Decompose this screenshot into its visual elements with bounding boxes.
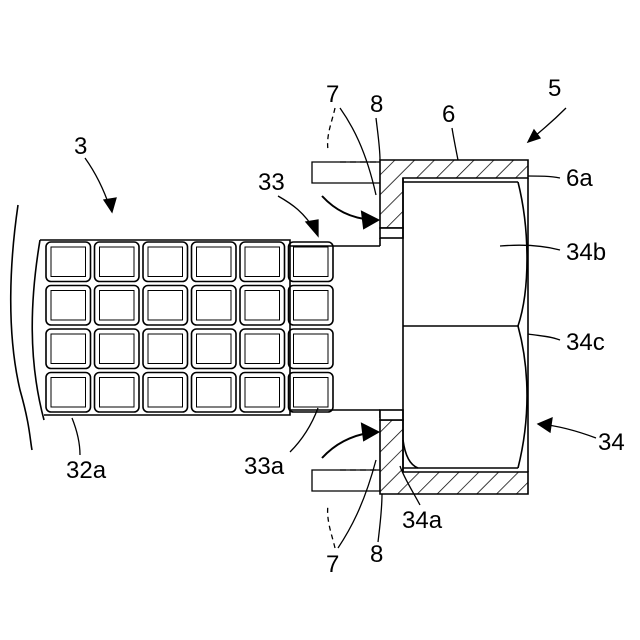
label-34: 34: [598, 429, 625, 456]
grid-cell: [240, 286, 285, 326]
break-line-inner: [32, 240, 44, 420]
grid-cell: [143, 242, 188, 282]
grid-cell-inner: [100, 378, 135, 408]
grid-cell: [240, 329, 285, 369]
label-7-top: 7: [326, 81, 339, 108]
grid-cell-inner: [245, 378, 280, 408]
grid-cell: [143, 329, 188, 369]
grid-cell: [240, 373, 285, 413]
grid-cell-inner: [245, 291, 280, 321]
label-5: 5: [548, 75, 561, 102]
label-7-bottom: 7: [326, 551, 339, 578]
grid-cell: [289, 286, 334, 326]
grid-cell: [289, 373, 334, 413]
grid-cell-inner: [197, 247, 232, 277]
label-8-top: 8: [370, 91, 383, 118]
core-34c-curve: [518, 326, 527, 468]
grid-cell: [46, 242, 91, 282]
label-34c: 34c: [566, 329, 605, 356]
grid-cell: [46, 286, 91, 326]
arrow-bottom-head: [362, 424, 378, 440]
grid-cell: [143, 373, 188, 413]
grid-cell-inner: [294, 291, 329, 321]
grid-cell-inner: [148, 247, 183, 277]
label-34b: 34b: [566, 239, 606, 266]
grid-cell: [95, 286, 140, 326]
grid-cell-inner: [148, 378, 183, 408]
break-line-outer: [11, 205, 32, 450]
grid-cell-inner: [197, 378, 232, 408]
grid-cell: [240, 242, 285, 282]
label-32a: 32a: [66, 457, 107, 484]
grid-outline: [40, 240, 290, 415]
label-3: 3: [74, 133, 87, 160]
spacer-plate-bottom: [380, 410, 403, 420]
grid-cell-inner: [100, 247, 135, 277]
grid-cell-inner: [294, 378, 329, 408]
core-34a-corner: [403, 440, 418, 468]
grid-cell-inner: [245, 247, 280, 277]
grid-cell-inner: [294, 334, 329, 364]
label-6: 6: [442, 101, 455, 128]
insertion-arrows: [322, 196, 378, 458]
grid-cell-inner: [100, 291, 135, 321]
shaft-33: [290, 238, 380, 418]
grid-cell-inner: [245, 334, 280, 364]
grid-cell: [289, 329, 334, 369]
grid-cell-inner: [51, 334, 86, 364]
label-34a: 34a: [402, 507, 443, 534]
grid-cell: [289, 242, 334, 282]
labels: 5 6 6a 7 8 3 33 34b 34c 34 32a 33a 34a 7…: [66, 75, 625, 578]
arrow-top-head: [362, 212, 378, 228]
grid-cell-inner: [51, 291, 86, 321]
grid-cell-inner: [51, 378, 86, 408]
grid-cell: [192, 329, 237, 369]
label-33: 33: [258, 169, 285, 196]
grid-cell: [46, 373, 91, 413]
grid-cell-inner: [197, 334, 232, 364]
grid-cell-inner: [51, 247, 86, 277]
label-8-bottom: 8: [370, 541, 383, 568]
grid-cell: [143, 286, 188, 326]
component-3-grid-body: [11, 205, 333, 450]
label-6a: 6a: [566, 165, 593, 192]
grid-cell-inner: [148, 334, 183, 364]
core-34: [403, 178, 527, 472]
grid-cell: [192, 373, 237, 413]
label-33a: 33a: [244, 453, 285, 480]
grid-cell-inner: [197, 291, 232, 321]
grid-cell: [95, 242, 140, 282]
grid-cell: [192, 242, 237, 282]
grid-cell: [192, 286, 237, 326]
core-34b-curve: [518, 182, 527, 326]
grid-cell: [95, 373, 140, 413]
grid-cell-inner: [294, 247, 329, 277]
grid-cell: [95, 329, 140, 369]
grid-cell-inner: [100, 334, 135, 364]
grid-cell-inner: [148, 291, 183, 321]
grid-cell: [46, 329, 91, 369]
spacer-plate-top: [380, 228, 403, 238]
